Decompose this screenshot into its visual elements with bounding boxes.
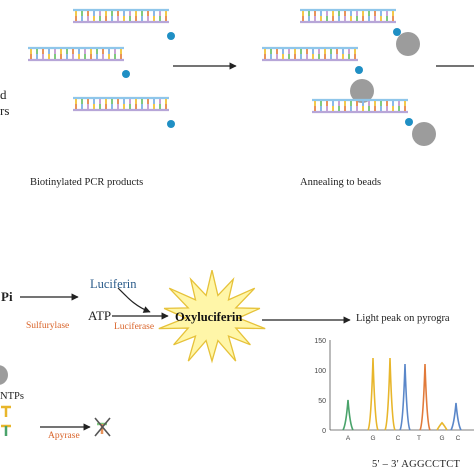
bead-partial <box>0 365 8 385</box>
bead <box>412 122 436 146</box>
annealed-product-1 <box>300 8 396 24</box>
atp-label: ATP <box>88 308 112 323</box>
pyrogram-sequence: 5' – 3' AGGCCTCT <box>372 459 461 470</box>
annealed-product-2 <box>262 46 358 62</box>
pyrogram-peak <box>367 357 379 431</box>
biotin-dot <box>405 118 413 126</box>
pcr-product-3 <box>73 96 169 112</box>
oxyluciferin-label: Oxyluciferin <box>175 310 243 324</box>
y-tick-label: 50 <box>318 398 326 405</box>
pyrogram-peak <box>399 363 411 431</box>
ntp-glyph <box>1 424 11 436</box>
x-base-label: G <box>439 435 444 442</box>
light-burst-star <box>158 270 266 364</box>
degraded-ntp-glyph <box>94 417 111 437</box>
x-base-label: C <box>396 435 401 442</box>
pyrogram-peak <box>419 363 431 431</box>
bead <box>396 32 420 56</box>
y-tick-label: 150 <box>314 338 326 345</box>
light-peak-label: Light peak on pyrogra <box>356 313 450 324</box>
y-tick-label: 100 <box>314 368 326 375</box>
x-base-label: A <box>346 435 351 442</box>
left-edge-text-2: rs <box>0 103 10 118</box>
biotin-dot <box>393 28 401 36</box>
pyrogram-peaks <box>342 357 462 431</box>
pyrogram-peak <box>384 357 396 431</box>
cross-mark <box>94 417 111 437</box>
x-base-label: T <box>417 435 421 442</box>
caption-pcr-products: Biotinylated PCR products <box>30 177 144 188</box>
arrow-luciferin-curve <box>117 287 151 313</box>
pcr-product-group <box>28 8 175 128</box>
biotin-dot <box>355 66 363 74</box>
pcr-product-1 <box>73 8 169 24</box>
x-base-label: C <box>456 435 461 442</box>
sulfurylase-label: Sulfurylase <box>26 321 70 331</box>
annealed-product-3 <box>312 98 408 114</box>
bead <box>350 79 374 103</box>
pyrogram-peak <box>436 421 448 431</box>
pcr-product-2 <box>28 46 124 62</box>
x-base-label: G <box>370 435 375 442</box>
pyrogram-tick-labels: 150 100 50 0 <box>314 338 326 435</box>
apyrase-label: Apyrase <box>48 431 80 441</box>
pyrogram-peak <box>342 399 354 431</box>
caption-annealing: Annealing to beads <box>300 177 382 188</box>
ntp-glyph <box>1 405 11 417</box>
luciferin-label: Luciferin <box>90 277 137 291</box>
biotin-dot <box>167 32 175 40</box>
biotin-dot <box>167 120 175 128</box>
luciferase-label: Luciferase <box>114 322 155 332</box>
ntp-glyphs <box>1 405 11 436</box>
annealed-product-group <box>262 8 436 146</box>
ppi-label: Pi <box>1 289 13 304</box>
pyrogram-peak <box>450 402 462 431</box>
biotin-dot <box>122 70 130 78</box>
left-edge-text-1: d <box>0 87 7 102</box>
ntps-label: NTPs <box>0 391 24 402</box>
y-tick-label: 0 <box>322 428 326 435</box>
